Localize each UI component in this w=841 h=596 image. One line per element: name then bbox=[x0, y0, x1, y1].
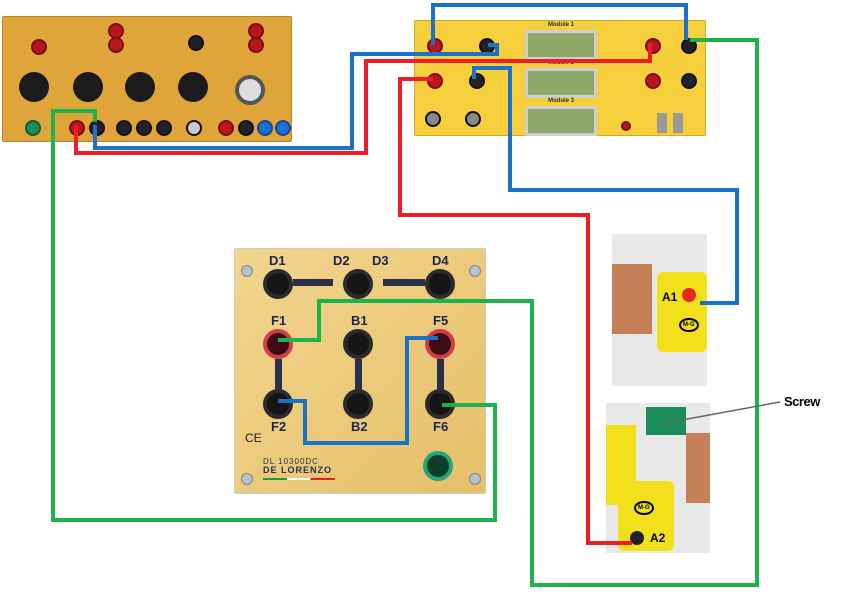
terminal-d4[interactable] bbox=[425, 269, 455, 299]
machine-terminal-box-a2: M-G A2 bbox=[606, 403, 710, 553]
selector-knob[interactable] bbox=[73, 72, 103, 102]
terminal-l4[interactable] bbox=[218, 120, 234, 136]
label-a2: A2 bbox=[650, 531, 666, 545]
terminal-l3[interactable] bbox=[156, 120, 172, 136]
ammeter-2-minus[interactable] bbox=[681, 73, 697, 89]
terminal-plate: A1 M-G bbox=[657, 272, 707, 352]
indicator-lamp bbox=[31, 39, 47, 55]
label-d2: D2 bbox=[333, 253, 350, 268]
machine-symbol: M-G bbox=[679, 318, 699, 332]
voltage-dial[interactable] bbox=[235, 75, 265, 105]
screw-callout-line bbox=[659, 401, 781, 425]
display-3 bbox=[525, 106, 597, 136]
connector[interactable] bbox=[425, 111, 441, 127]
terminal-f1[interactable] bbox=[263, 329, 293, 359]
display-2 bbox=[525, 68, 597, 98]
meter-panel: Module 1 Module 2 Module 3 bbox=[414, 20, 706, 136]
label-b2: B2 bbox=[351, 419, 368, 434]
wire-red bbox=[398, 77, 632, 545]
link bbox=[293, 279, 333, 286]
link bbox=[383, 279, 425, 286]
brand-logo: DE LORENZO bbox=[263, 465, 333, 475]
wire-green bbox=[278, 38, 759, 587]
label-f1: F1 bbox=[271, 313, 287, 328]
connector[interactable] bbox=[465, 111, 481, 127]
label-a1: A1 bbox=[662, 290, 678, 304]
screw-callout: Screw bbox=[784, 394, 820, 409]
ground-terminal[interactable] bbox=[423, 451, 453, 481]
terminal-l-minus[interactable] bbox=[238, 120, 254, 136]
commutator bbox=[686, 433, 710, 503]
selector-knob[interactable] bbox=[125, 72, 155, 102]
indicator-lamp bbox=[248, 37, 264, 53]
terminal-minus[interactable] bbox=[275, 120, 291, 136]
wire-blue bbox=[472, 66, 739, 305]
machine-terminal-box-a1: A1 M-G bbox=[612, 234, 707, 386]
label-f6: F6 bbox=[433, 419, 449, 434]
button[interactable] bbox=[621, 121, 631, 131]
wire-blue bbox=[431, 3, 688, 45]
terminal-m3[interactable] bbox=[186, 120, 202, 136]
power-supply-panel bbox=[2, 16, 292, 142]
link bbox=[355, 359, 362, 395]
terminal-a1[interactable] bbox=[682, 288, 696, 302]
label-d4: D4 bbox=[432, 253, 449, 268]
terminal-plus[interactable] bbox=[257, 120, 273, 136]
wire-red bbox=[74, 43, 652, 155]
screw-icon bbox=[241, 473, 253, 485]
commutator bbox=[612, 264, 652, 334]
model-label: DL 10300DC bbox=[263, 457, 319, 466]
terminal-a2[interactable] bbox=[630, 531, 644, 545]
display-1 bbox=[525, 30, 597, 60]
display-3-label: Module 3 bbox=[547, 98, 574, 104]
terminal-b1[interactable] bbox=[343, 329, 373, 359]
wire-blue bbox=[93, 43, 499, 150]
serial-port[interactable] bbox=[657, 113, 667, 133]
display-1-label: Module 1 bbox=[547, 22, 574, 28]
indicator-lamp bbox=[188, 35, 204, 51]
wire-green bbox=[51, 109, 497, 522]
terminal-f2[interactable] bbox=[263, 389, 293, 419]
label-b1: B1 bbox=[351, 313, 368, 328]
selector-knob[interactable] bbox=[178, 72, 208, 102]
label-d1: D1 bbox=[269, 253, 286, 268]
link bbox=[437, 359, 444, 395]
terminal-d1[interactable] bbox=[263, 269, 293, 299]
screw-icon bbox=[469, 473, 481, 485]
terminal-plate: M-G A2 bbox=[618, 481, 674, 551]
terminal-f5[interactable] bbox=[425, 329, 455, 359]
selector-knob[interactable] bbox=[19, 72, 49, 102]
screw-icon bbox=[469, 265, 481, 277]
ammeter-2-plus[interactable] bbox=[645, 73, 661, 89]
screw-icon bbox=[241, 265, 253, 277]
terminal-l1[interactable] bbox=[116, 120, 132, 136]
label-f2: F2 bbox=[271, 419, 287, 434]
terminal-pe[interactable] bbox=[25, 120, 41, 136]
wire-blue bbox=[278, 336, 438, 445]
indicator-lamp bbox=[108, 37, 124, 53]
label-f5: F5 bbox=[433, 313, 449, 328]
terminal-l2[interactable] bbox=[136, 120, 152, 136]
terminal-b2[interactable] bbox=[343, 389, 373, 419]
ce-mark: CE bbox=[245, 431, 262, 445]
label-d3: D3 bbox=[372, 253, 389, 268]
flag-stripe bbox=[263, 478, 335, 480]
machine-symbol: M-G bbox=[634, 501, 654, 515]
serial-port[interactable] bbox=[673, 113, 683, 133]
link bbox=[275, 359, 282, 395]
terminal-board: D1 D2 D3 D4 F1 B1 F5 F2 B2 F6 CE DL 1030… bbox=[234, 248, 486, 494]
terminal-d2-d3[interactable] bbox=[343, 269, 373, 299]
